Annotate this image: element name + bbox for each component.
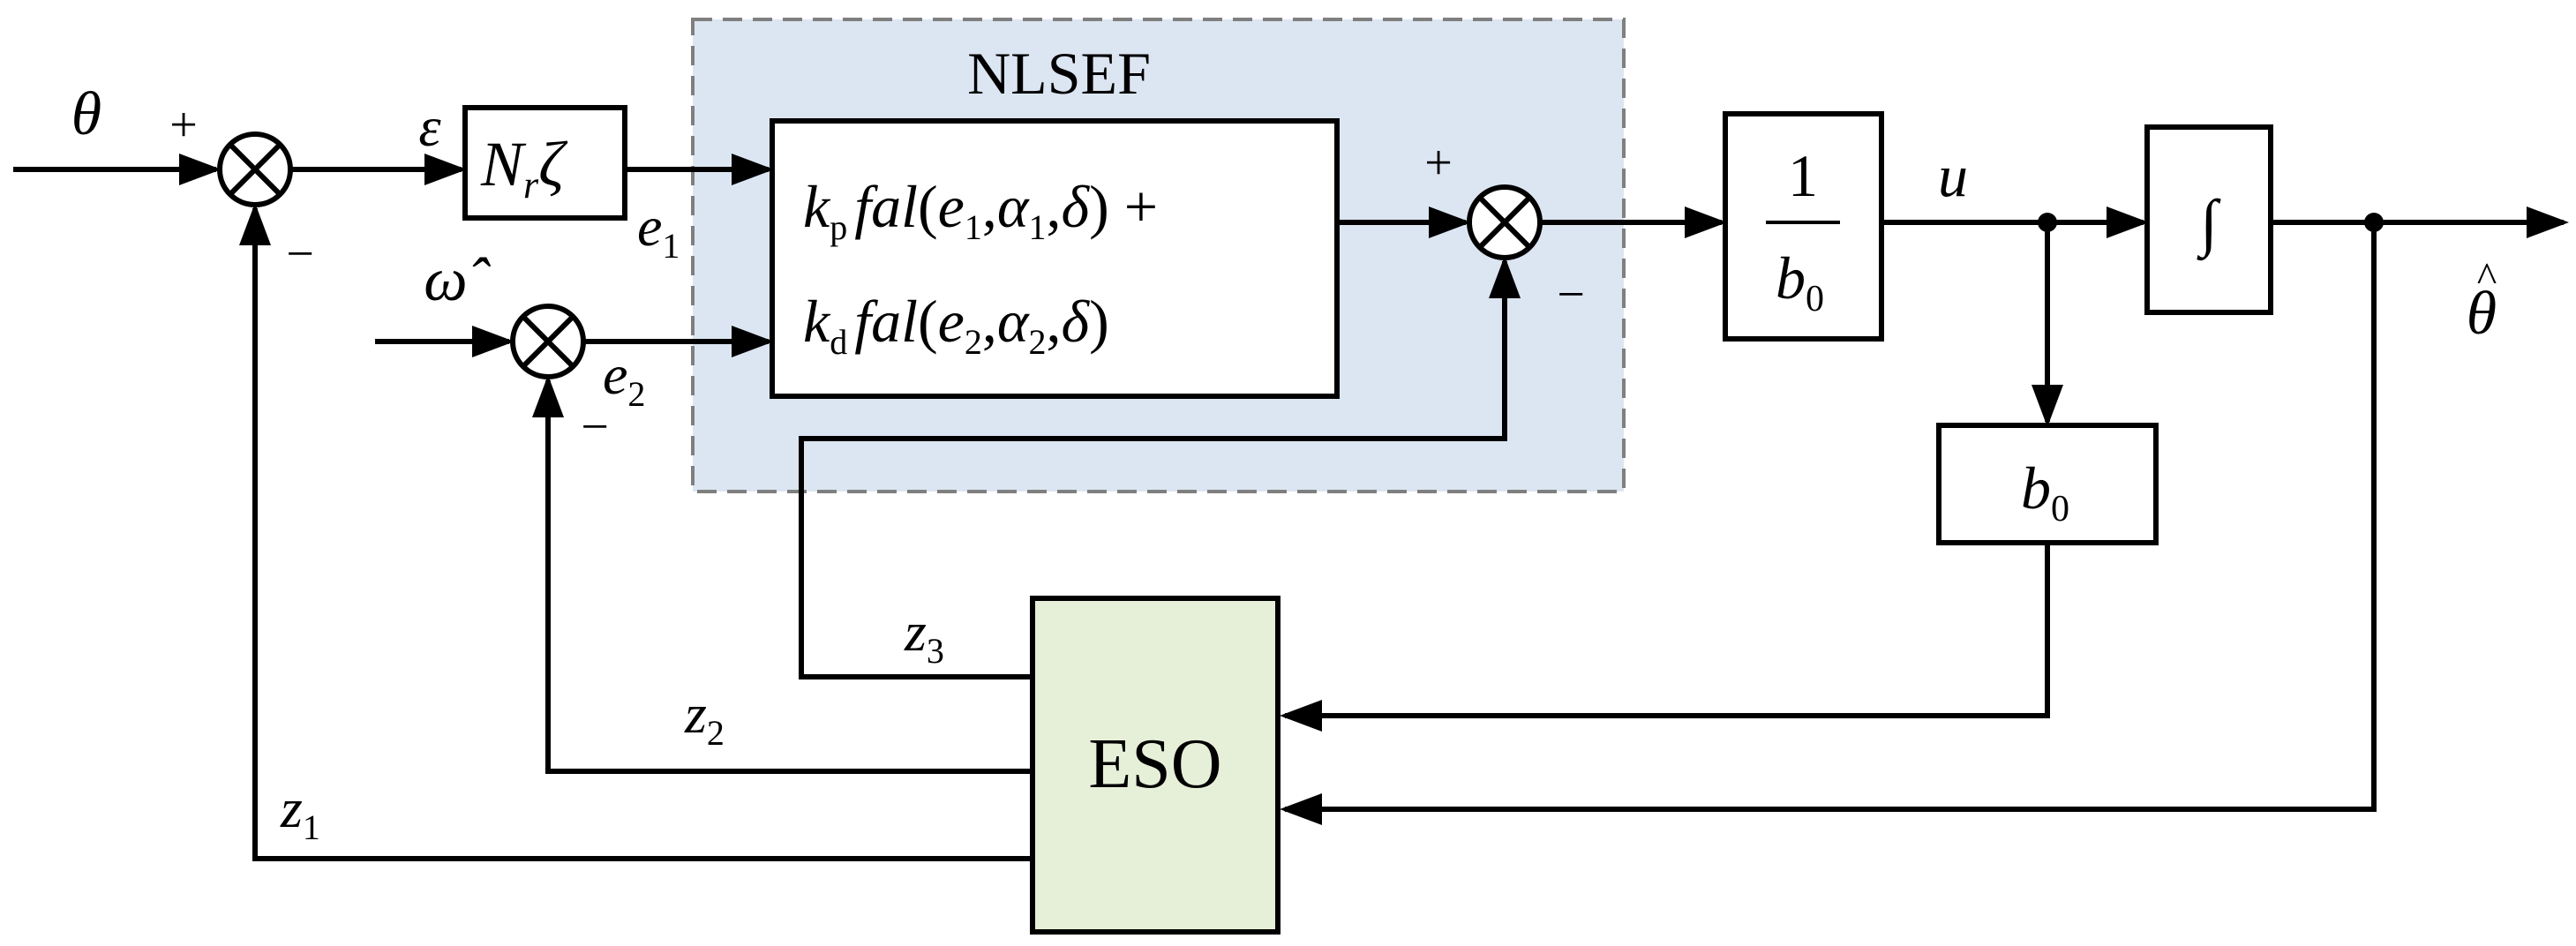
integrator-block bbox=[2144, 124, 2273, 315]
svg-text:θ: θ bbox=[2467, 280, 2497, 348]
b0-block-label: b0 bbox=[2021, 454, 2069, 529]
z3-feedback-line bbox=[799, 256, 1521, 679]
theta-input-label: θ bbox=[71, 80, 101, 148]
nlsef-title: NLSEF bbox=[967, 40, 1151, 107]
control-law-box bbox=[770, 118, 1340, 399]
summing-junction-2 bbox=[510, 304, 586, 379]
z3-label: z3 bbox=[904, 600, 944, 671]
svg-text:^: ^ bbox=[2477, 254, 2497, 301]
integrator-symbol: ∫ bbox=[2197, 187, 2221, 261]
u-label: u bbox=[1938, 142, 1968, 209]
z2-label: z2 bbox=[684, 682, 725, 753]
b0-to-eso-line bbox=[1280, 543, 2050, 732]
theta-hat-to-eso-line bbox=[1280, 222, 2377, 825]
eso-label: ESO bbox=[1088, 725, 1221, 803]
sum1-plus-sign: + bbox=[169, 98, 198, 153]
eso-block bbox=[1030, 596, 1280, 935]
e2-label: e2 bbox=[603, 343, 645, 414]
sum3-minus-sign: − bbox=[1557, 267, 1585, 322]
sum3-plus-sign: + bbox=[1424, 136, 1453, 191]
inverse-b0-block bbox=[1723, 111, 1884, 342]
sum1-minus-sign: − bbox=[286, 227, 314, 282]
summing-junction-1 bbox=[217, 131, 293, 207]
z2-feedback-line bbox=[532, 375, 1033, 774]
z1-label: z1 bbox=[280, 777, 320, 847]
e1-label: e1 bbox=[637, 195, 680, 266]
summing-junction-3 bbox=[1467, 184, 1543, 260]
sum2-minus-sign: − bbox=[581, 400, 609, 454]
theta-hat-label: θ ^ bbox=[2467, 254, 2497, 348]
inverse-b0-denominator: b0 bbox=[1776, 244, 1824, 319]
inverse-b0-numerator: 1 bbox=[1788, 142, 1818, 209]
omega-hat-label: ω̂ bbox=[424, 246, 491, 314]
theta-hat-branch-dot bbox=[2364, 213, 2384, 232]
u-branch-dot bbox=[2038, 213, 2057, 232]
epsilon-label: ε bbox=[418, 95, 441, 158]
z1-feedback-line bbox=[239, 203, 1033, 861]
gain-block-label: Nrζ bbox=[480, 129, 568, 206]
